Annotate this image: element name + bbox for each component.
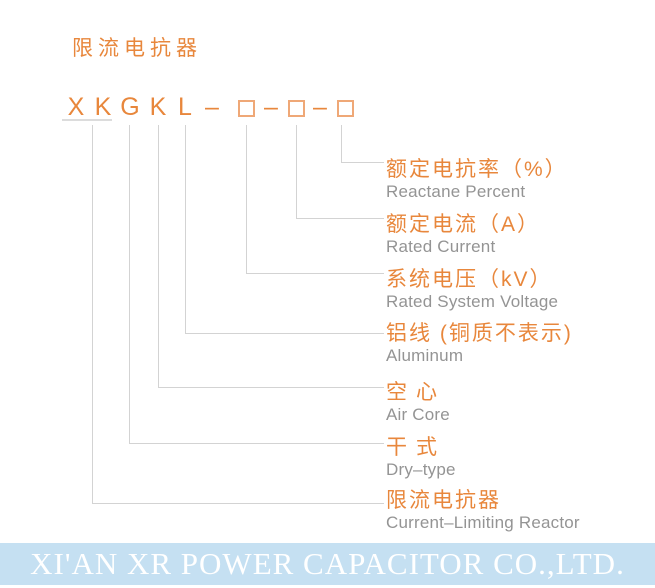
label-en: Reactane Percent	[386, 182, 526, 201]
code-letter: K	[149, 93, 167, 121]
code-placeholder-box	[238, 100, 255, 117]
connector-line	[246, 273, 384, 274]
connector-line	[341, 125, 342, 162]
label-aluminum: 铝线 (铜质不表示) Aluminum	[386, 322, 573, 365]
code-separator: –	[313, 93, 327, 121]
code-letter: X	[67, 93, 85, 121]
label-en: Dry–type	[386, 460, 456, 479]
code-letter: G	[120, 93, 140, 121]
label-en: Air Core	[386, 405, 450, 424]
label-system-voltage: 系统电压（kV） Rated System Voltage	[386, 268, 558, 311]
label-zh: 空心	[386, 381, 446, 404]
code-letter: L	[178, 93, 192, 121]
label-en: Current–Limiting Reactor	[386, 513, 580, 532]
company-name: XI'AN XR POWER CAPACITOR CO.,LTD.	[30, 546, 625, 581]
page-title: 限流电抗器	[72, 37, 202, 60]
code-separator: –	[205, 93, 219, 121]
code-separator: –	[264, 93, 278, 121]
label-zh: 干式	[386, 436, 446, 459]
label-en: Rated System Voltage	[386, 292, 559, 311]
label-zh: 额定电流（A）	[386, 213, 541, 236]
connector-line	[158, 125, 159, 387]
connector-line	[296, 125, 297, 218]
code-placeholder-box	[288, 100, 305, 117]
code-placeholder-box	[337, 100, 354, 117]
label-zh: 限流电抗器	[386, 489, 501, 512]
label-air-core: 空心 Air Core	[386, 381, 450, 424]
connector-line	[296, 218, 384, 219]
connector-line	[92, 503, 384, 504]
label-zh: 系统电压（kV）	[386, 268, 553, 291]
label-rated-current: 额定电流（A） Rated Current	[386, 213, 540, 256]
label-dry-type: 干式 Dry–type	[386, 436, 456, 479]
connector-line	[129, 443, 384, 444]
label-reactance-percent: 额定电抗率（%） Reactane Percent	[386, 158, 568, 201]
label-zh: 额定电抗率（%）	[386, 158, 568, 181]
label-current-limiting-reactor: 限流电抗器 Current–Limiting Reactor	[386, 489, 580, 532]
code-letter: K	[94, 93, 112, 121]
connector-line	[185, 333, 384, 334]
connector-line	[129, 125, 130, 443]
connector-line	[341, 162, 384, 163]
connector-line	[92, 125, 93, 503]
label-en: Rated Current	[386, 237, 496, 256]
connector-line	[246, 125, 247, 273]
label-en: Aluminum	[386, 346, 464, 365]
footer-banner: XI'AN XR POWER CAPACITOR CO.,LTD.	[0, 543, 655, 585]
connector-line	[185, 125, 186, 333]
xk-group-underline	[62, 119, 112, 121]
connector-line	[158, 387, 384, 388]
label-zh: 铝线 (铜质不表示)	[386, 322, 573, 345]
